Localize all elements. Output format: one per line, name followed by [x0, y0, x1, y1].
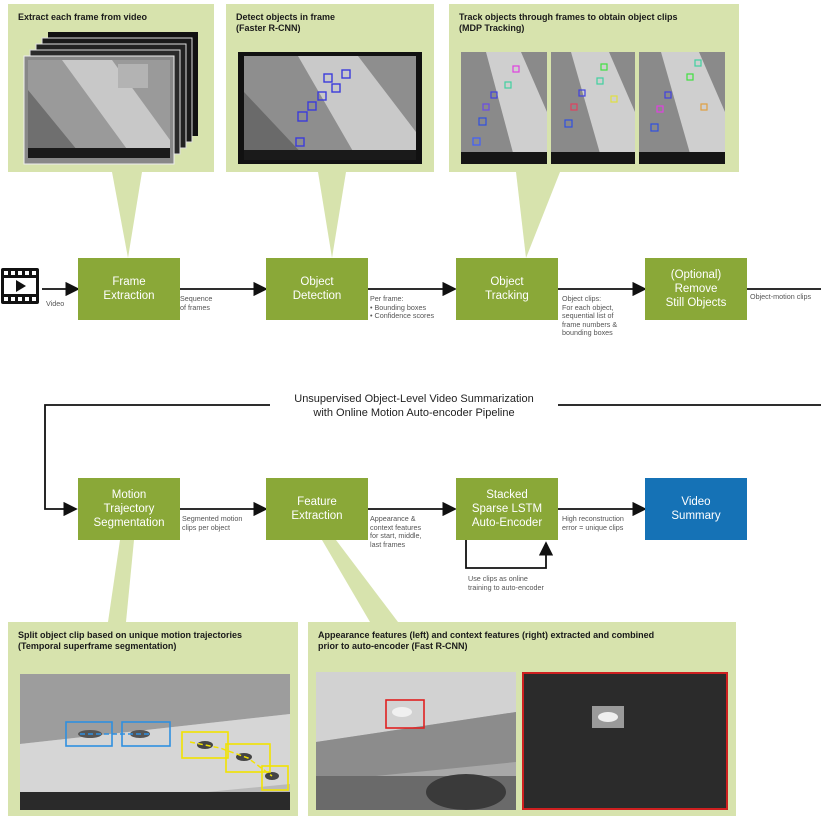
autoencoder-step: Stacked Sparse LSTM Auto-Encoder [456, 478, 558, 540]
object-motion-clips-label: Object-motion clips [750, 292, 812, 301]
frame-extraction-step: Frame Extraction [78, 258, 180, 320]
track-panel-title: Track objects through frames to obtain o… [459, 12, 678, 33]
film-play-icon [0, 266, 42, 306]
per-frame-label: Per frame: • Bounding boxes • Confidence… [370, 294, 435, 321]
detection-frame-image [238, 52, 422, 164]
tracking-frame-3 [639, 52, 725, 164]
features-label: Appearance & context features for start,… [370, 514, 422, 549]
appearance-panel: Appearance features (left) and context f… [308, 622, 736, 816]
motion-segmentation-step: Motion Trajectory Segmentation [78, 478, 180, 540]
split-panel: Split object clip based on unique motion… [8, 622, 298, 816]
tracking-frame-2 [551, 52, 635, 164]
high-error-label: High reconstruction error = unique clips [562, 514, 624, 532]
object-clips-label: Object clips: For each object, sequentia… [562, 294, 618, 338]
appearance-image [316, 672, 516, 810]
split-panel-title: Split object clip based on unique motion… [18, 630, 243, 651]
detect-panel: Detect objects in frame (Faster R-CNN) [226, 4, 434, 172]
segmentation-image [20, 674, 290, 810]
appearance-panel-title: Appearance features (left) and context f… [318, 630, 655, 651]
context-image [522, 672, 728, 810]
feature-extraction-step: Feature Extraction [266, 478, 368, 540]
detect-panel-title: Detect objects in frame (Faster R-CNN) [236, 12, 336, 33]
track-panel: Track objects through frames to obtain o… [449, 4, 739, 172]
remove-still-objects-step: (Optional) Remove Still Objects [645, 258, 747, 320]
tracking-frame-1 [461, 52, 547, 164]
frame-stack-image [22, 30, 204, 168]
pipeline-title: Unsupervised Object-Level Video Summariz… [270, 392, 558, 420]
extract-panel-title: Extract each frame from video [18, 12, 148, 22]
extract-panel: Extract each frame from video [8, 4, 214, 172]
online-training-label: Use clips as online training to auto-enc… [468, 574, 544, 592]
video-label: Video [46, 299, 65, 308]
segmented-clips-label: Segmented motion clips per object [182, 514, 243, 532]
video-summary-output: Video Summary [645, 478, 747, 540]
object-tracking-step: Object Tracking [456, 258, 558, 320]
object-detection-step: Object Detection [266, 258, 368, 320]
sequence-of-frames-label: Sequence of frames [180, 294, 213, 312]
